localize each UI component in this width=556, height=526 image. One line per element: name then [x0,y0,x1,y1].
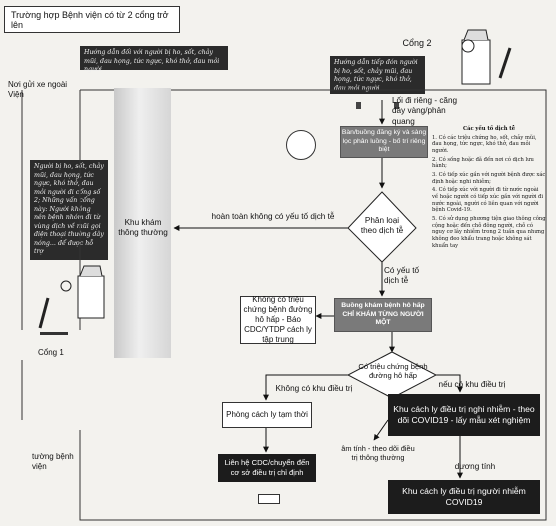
top-right-note: Hướng dẫn tiếp đón người bị ho, sốt, chả… [330,56,425,94]
has-isolation-label: nếu có khu điều trị [438,380,506,389]
left-column-note: Người bị ho, sốt, chảy mũi, đau họng, tứ… [30,160,108,260]
symptoms-diamond: Có triệu chứng bệnh đường hô hấp [358,362,428,381]
epidemiological-factors-panel: Các yếu tố dịch tễ 1. Có các triệu chứng… [432,126,546,278]
gate1-label: Cổng 1 [38,348,64,357]
has-factor-label: Có yếu tố dịch tễ [384,266,420,286]
gate1-marker [40,332,68,335]
gate2-label: Cổng 2 [402,38,432,48]
factor-item: 2. Có sống hoặc đã đến nơi có dịch lưu h… [432,156,534,170]
classify-diamond: Phân loại theo dịch tễ [360,216,404,235]
factors-title: Các yếu tố dịch tễ [462,126,516,132]
no-isolation-label: Không có khu điều trị [275,384,353,393]
factor-item: 5. Có sử dụng phương tiện giao thông côn… [432,215,546,249]
factor-item: 1. Có các triệu chứng ho, sốt, chảy mũi,… [432,134,537,154]
exam-area-label: Khu khám thông thường [118,218,168,238]
contact-cdc-box: Liên hệ CDC/chuyển đến cơ sở điều trị ch… [218,454,316,482]
positive-label: dương tính [454,462,496,471]
registration-box: Bàn/buồng đăng ký và sàng lọc phân luồng… [340,126,428,158]
factor-item: 4. Có tiếp xúc với người đi từ nước ngoà… [432,187,543,214]
no-factor-label: hoàn toàn không có yếu tố dịch tễ [211,212,335,221]
respiratory-exam-room-box: Buồng khám bệnh hô hấp CHỈ KHÁM TỪNG NGƯ… [334,298,432,332]
isolation-monitoring-box: Khu cách ly điều trị nghi nhiễm - theo d… [388,394,540,436]
page-title: Trường hợp Bệnh viện có từ 2 cổng trở lê… [4,6,180,33]
top-left-note: Hướng dẫn đối với người bị ho, sốt, chảy… [80,46,228,73]
separate-path-label: Lối đi riêng - căng dây vàng/phản quang [392,96,458,126]
parking-label: Nơi gửi xe ngoài Viện [8,80,68,100]
exam-area-column [114,88,171,358]
factor-item: 3. Có tiếp xúc gần với người bệnh được x… [432,171,546,185]
no-symptoms-box: Không có triệu chứng bệnh đường hô hấp -… [240,295,316,344]
ambulance-icon [258,494,280,504]
hospital-wall-label: tường bệnh viện [32,452,74,472]
covid-isolation-box: Khu cách ly điều trị người nhiễm COVID19 [388,480,540,514]
staff-illustration [286,130,316,160]
negative-label: âm tính - theo dõi điều trị thông thường [341,444,415,463]
temporary-isolation-box: Phòng cách ly tạm thời [222,402,312,428]
